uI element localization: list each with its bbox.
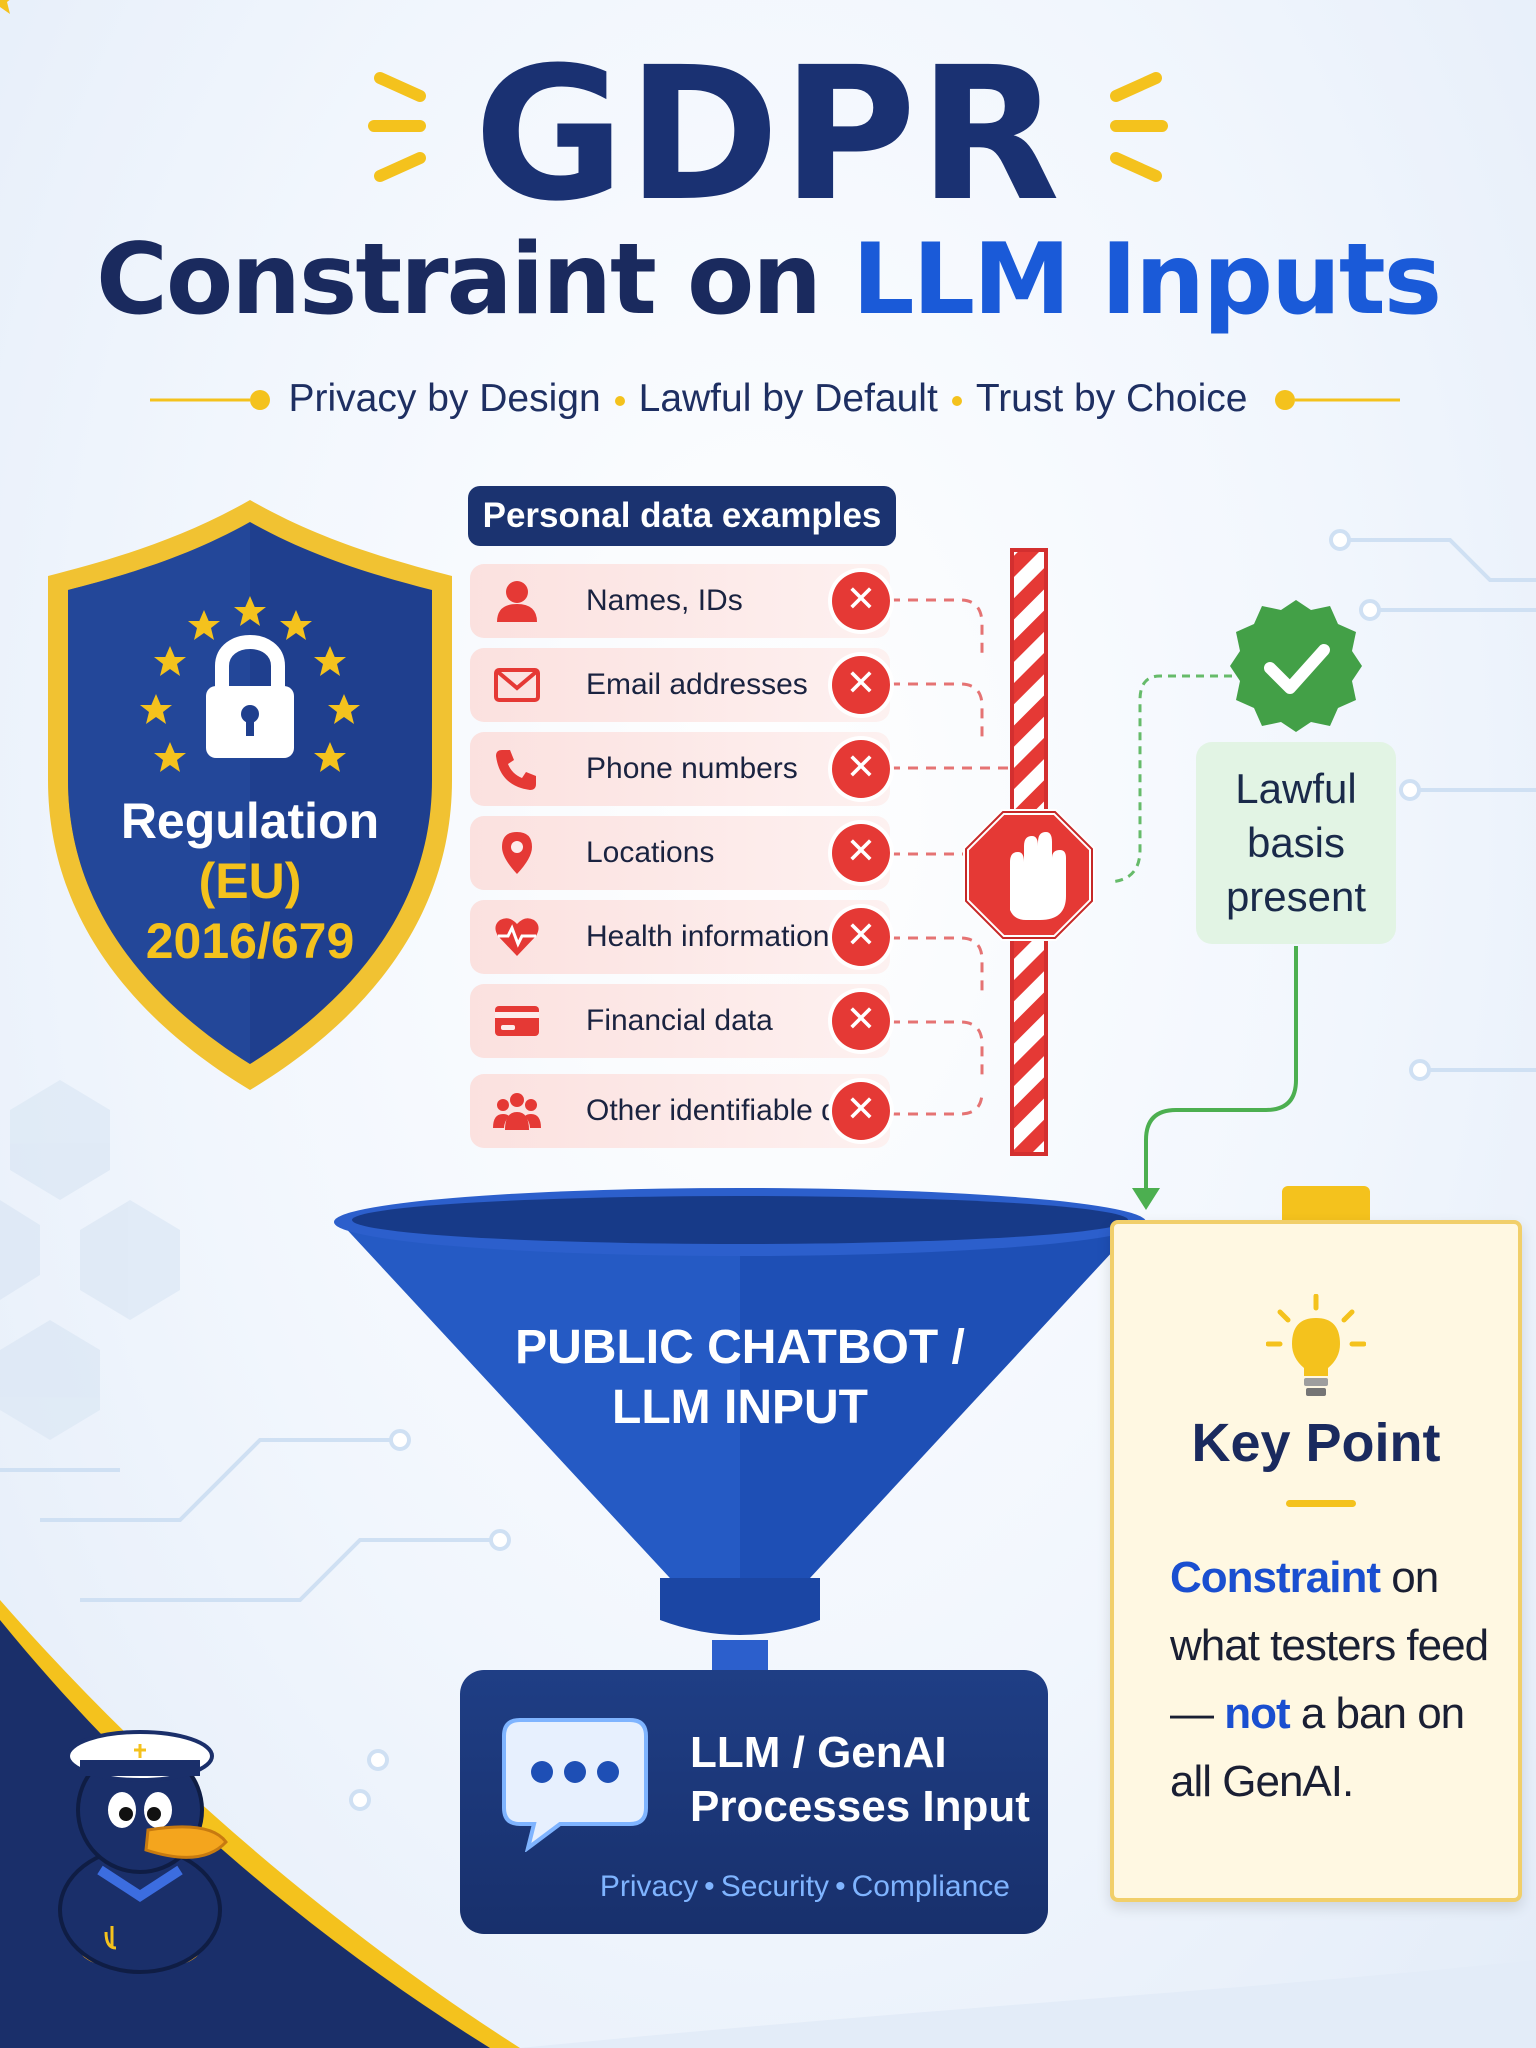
tagline-item-1: Privacy by Design	[288, 377, 601, 420]
blocked-x-icon: ✕	[832, 656, 890, 714]
data-row-label: Other identifiable data	[586, 1094, 880, 1127]
eu-stars-icon	[0, 0, 360, 772]
llm-tag-compliance: Compliance	[851, 1870, 1010, 1903]
data-row-financial: Financial data	[470, 984, 890, 1058]
person-icon	[497, 581, 537, 622]
key-point-highlight-2: not	[1224, 1689, 1290, 1738]
shield-line-1: Regulation	[120, 793, 380, 849]
data-row-label: Email addresses	[586, 668, 808, 701]
blocked-x-icon: ✕	[832, 908, 890, 966]
lock-icon	[206, 635, 294, 758]
eu-shield-icon	[48, 500, 452, 1090]
llm-tag-privacy: Privacy	[599, 1870, 699, 1903]
key-point-body: Constraint on what testers feed — not a …	[1170, 1544, 1500, 1816]
credit-card-icon	[495, 1006, 539, 1036]
funnel-label: PUBLIC CHATBOT / LLM INPUT	[450, 1318, 1030, 1438]
heart-pulse-icon	[495, 918, 539, 956]
llm-tags: Privacy•Security•Compliance	[599, 1870, 1010, 1903]
group-icon	[493, 1093, 541, 1130]
lightbulb-icon	[1266, 1294, 1366, 1396]
subtitle-prefix: Constraint on	[95, 223, 853, 337]
funnel-line-1: PUBLIC CHATBOT /	[515, 1321, 965, 1374]
key-point-note: Key Point Constraint on what testers fee…	[1110, 1220, 1522, 1902]
data-row-email: Email addresses	[470, 648, 890, 722]
funnel-shape	[334, 1188, 1146, 1635]
llm-processing-box: LLM / GenAI Processes Input Privacy•Secu…	[460, 1670, 1048, 1934]
data-row-phone: Phone numbers	[470, 732, 890, 806]
data-row-names: Names, IDs	[470, 564, 890, 638]
llm-title: LLM / GenAI Processes Input	[690, 1726, 1040, 1834]
chat-bubble-icon	[502, 1718, 648, 1852]
blocked-x-icon: ✕	[832, 572, 890, 630]
data-row-locations: Locations	[470, 816, 890, 890]
personal-data-header: Personal data examples	[468, 486, 896, 546]
tagline-dot	[951, 395, 962, 406]
shield-line-3: 2016/679	[145, 913, 355, 969]
checkmark-badge-icon	[1230, 600, 1362, 732]
location-pin-icon	[502, 832, 532, 874]
shield-line-2: (EU)	[198, 853, 302, 909]
sailor-duck-mascot-icon	[58, 1730, 228, 1974]
llm-line-1: LLM / GenAI	[690, 1728, 947, 1777]
envelope-icon	[494, 668, 540, 702]
key-point-text-2: a ban on all GenAI.	[1170, 1689, 1465, 1806]
tagline: Privacy by Design Lawful by Default Trust …	[0, 374, 1536, 424]
data-row-label: Locations	[586, 836, 715, 869]
subtitle-accent: LLM Inputs	[852, 223, 1442, 337]
llm-line-2: Processes Input	[690, 1782, 1030, 1831]
tagline-item-2: Lawful by Default	[638, 377, 938, 420]
data-row-health: Health information	[470, 900, 890, 974]
tagline-item-3: Trust by Choice	[975, 377, 1248, 420]
blocked-x-icon: ✕	[832, 824, 890, 882]
data-row-label: Phone numbers	[586, 752, 798, 785]
data-row-label: Health information	[586, 920, 830, 953]
tagline-dot	[614, 395, 625, 406]
funnel-line-2: LLM INPUT	[612, 1381, 868, 1434]
key-point-underline	[1286, 1500, 1356, 1507]
page-title: GDPR	[473, 28, 1063, 242]
blocked-x-icon: ✕	[832, 740, 890, 798]
llm-tag-security: Security	[720, 1870, 830, 1903]
page-subtitle: Constraint on LLM Inputs	[0, 220, 1536, 340]
key-point-highlight-1: Constraint	[1170, 1553, 1381, 1602]
stop-hand-icon	[963, 809, 1095, 941]
phone-icon	[496, 750, 536, 790]
blocked-x-icon: ✕	[832, 1082, 890, 1140]
data-row-label: Names, IDs	[586, 584, 743, 617]
data-row-other: Other identifiable data	[470, 1074, 890, 1148]
key-point-text-1: on what testers feed —	[1170, 1553, 1489, 1738]
data-row-label: Financial data	[586, 1004, 773, 1037]
lawful-basis-box: Lawful basis present	[1196, 742, 1396, 944]
blocked-x-icon: ✕	[832, 992, 890, 1050]
key-point-title: Key Point	[1191, 1413, 1441, 1473]
